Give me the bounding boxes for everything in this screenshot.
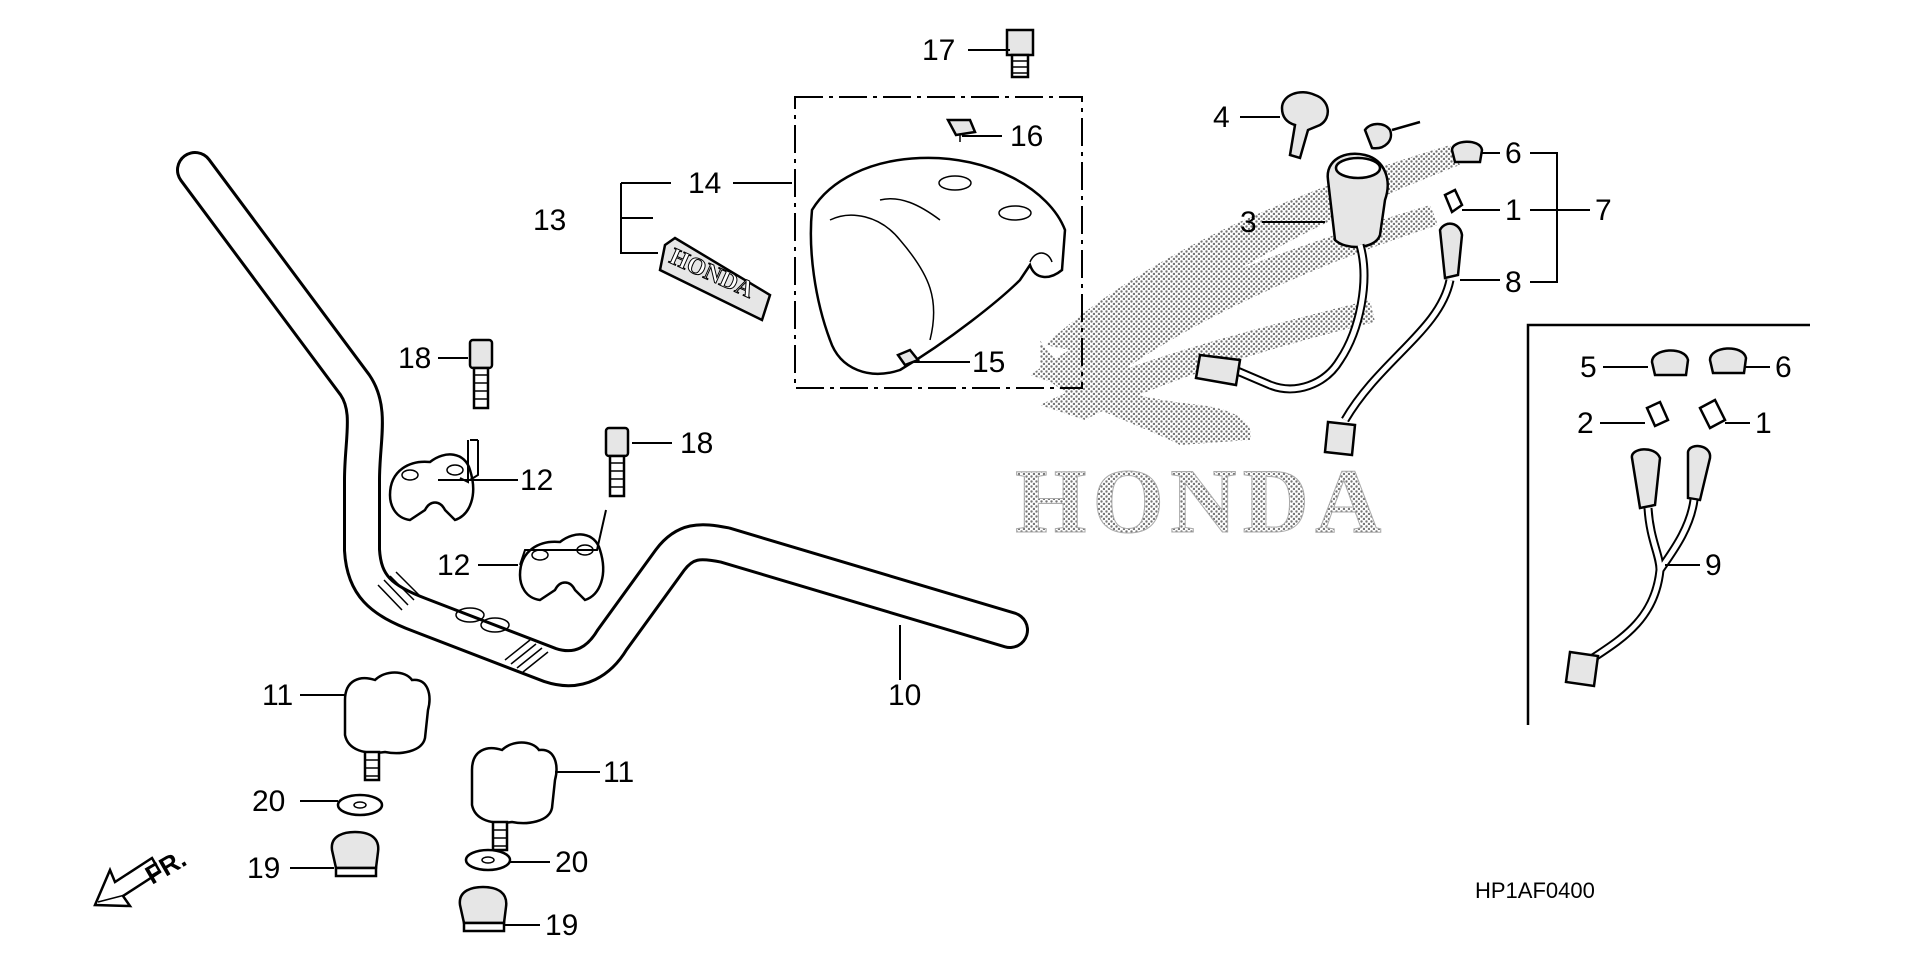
callout-18-left: 18 bbox=[398, 342, 431, 375]
front-direction-label: FR. bbox=[140, 843, 191, 890]
callout-6-detail: 6 bbox=[1775, 351, 1792, 384]
ignition-switch-3 bbox=[1194, 152, 1389, 394]
diagram-code: HP1AF0400 bbox=[1475, 878, 1595, 903]
key-4 bbox=[1280, 91, 1421, 160]
callout-19-right: 19 bbox=[545, 909, 578, 942]
callout-9: 9 bbox=[1705, 549, 1722, 582]
nut-19-left bbox=[330, 830, 380, 878]
callout-12-left: 12 bbox=[520, 464, 553, 497]
cap-6-detail bbox=[1708, 347, 1748, 375]
cover-frame bbox=[794, 96, 1083, 389]
clip-16 bbox=[945, 118, 977, 142]
handlebar bbox=[176, 151, 1029, 688]
callout-19-left: 19 bbox=[247, 852, 280, 885]
callout-20-left: 20 bbox=[252, 785, 285, 818]
callout-1-detail: 1 bbox=[1755, 407, 1772, 440]
cap-6-top bbox=[1450, 140, 1484, 164]
harness-9 bbox=[1564, 444, 1712, 688]
callout-18-right: 18 bbox=[680, 427, 713, 460]
upper-holder-right bbox=[518, 533, 605, 602]
honda-watermark-text: HONDA bbox=[1015, 450, 1387, 552]
nut-19-right bbox=[458, 885, 508, 933]
callout-15: 15 bbox=[972, 346, 1005, 379]
handlebar-cover bbox=[809, 156, 1067, 375]
callout-1-top: 1 bbox=[1505, 194, 1522, 227]
callout-8: 8 bbox=[1505, 266, 1522, 299]
lower-holder-right bbox=[470, 741, 558, 852]
washer-20-right bbox=[464, 848, 512, 872]
front-direction-arrow: FR. bbox=[93, 843, 191, 908]
leader-lines bbox=[290, 49, 1770, 926]
callout-6-top: 6 bbox=[1505, 137, 1522, 170]
callout-20-right: 20 bbox=[555, 846, 588, 879]
seal-1-detail bbox=[1698, 398, 1727, 430]
callout-16: 16 bbox=[1010, 120, 1043, 153]
callout-2: 2 bbox=[1577, 407, 1594, 440]
callout-5: 5 bbox=[1580, 351, 1597, 384]
detail-box bbox=[1526, 323, 1810, 725]
callout-7: 7 bbox=[1595, 194, 1612, 227]
cap-5 bbox=[1650, 349, 1690, 377]
bolt-18-right bbox=[604, 426, 630, 498]
callout-11-right: 11 bbox=[603, 756, 634, 789]
callout-14: 14 bbox=[688, 167, 721, 200]
callout-3: 3 bbox=[1240, 206, 1257, 239]
lower-holder-left bbox=[343, 671, 431, 782]
callout-10: 10 bbox=[888, 679, 921, 712]
seal-2 bbox=[1645, 400, 1670, 428]
callout-4: 4 bbox=[1213, 101, 1230, 134]
emblem-13: HONDA bbox=[658, 236, 772, 322]
washer-20-left bbox=[336, 793, 384, 817]
callout-11-left: 11 bbox=[262, 679, 293, 712]
callout-17: 17 bbox=[922, 34, 955, 67]
seal-1-top bbox=[1443, 188, 1464, 214]
screw-17 bbox=[1005, 28, 1035, 79]
callout-13: 13 bbox=[533, 204, 566, 237]
bolt-18-left bbox=[468, 338, 494, 410]
upper-holder-left bbox=[388, 453, 475, 522]
honda-wing-watermark bbox=[1030, 145, 1460, 445]
callout-12-right: 12 bbox=[437, 549, 470, 582]
socket-harness-8 bbox=[1323, 222, 1464, 457]
